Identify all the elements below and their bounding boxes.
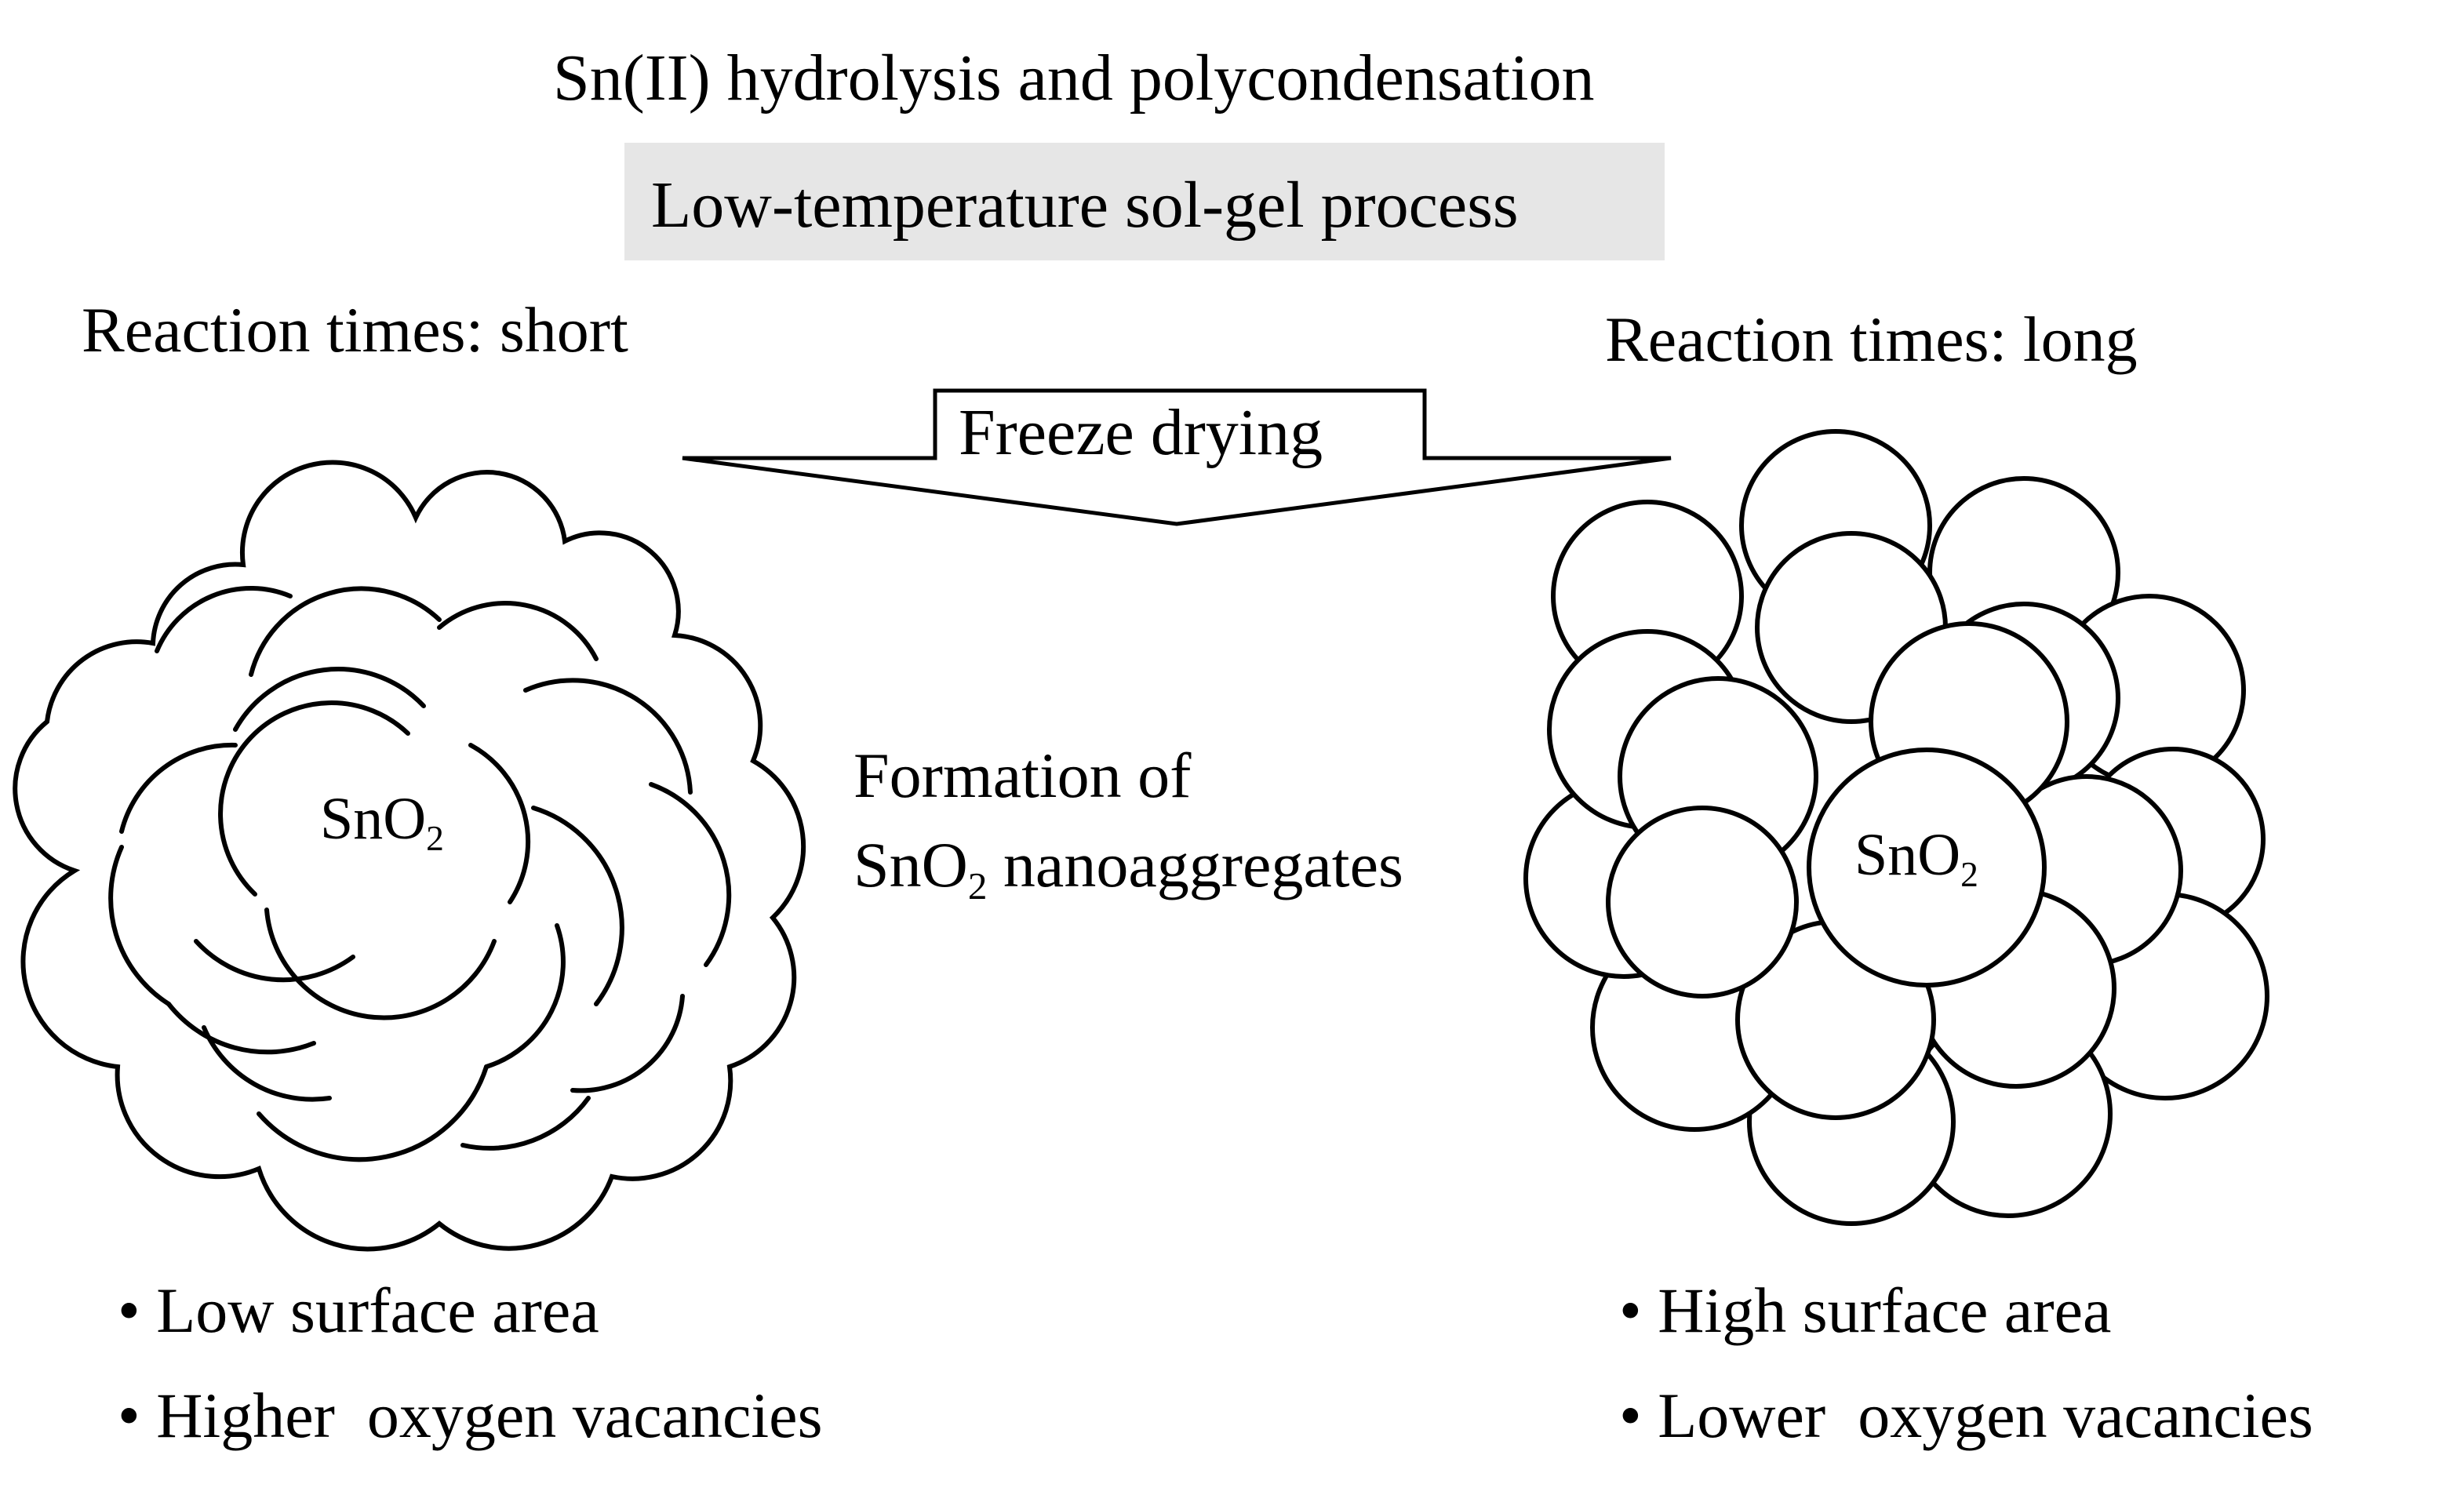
cloud-outer-outline (13, 460, 806, 1252)
left-bullet-oxygen-vacancies: • Higher oxygen vacancies (118, 1380, 823, 1451)
cloud-inner-arc (531, 806, 624, 1006)
cloud-inner-arc (233, 667, 426, 732)
right-bullet-oxygen-vacancies: • Lower oxygen vacancies (1619, 1380, 2313, 1451)
left-core-formula: SnO2 (320, 786, 444, 856)
cloud-inner-arc (166, 1002, 316, 1055)
formula-prefix: SnO (1854, 822, 1961, 888)
formula-prefix: SnO (320, 786, 427, 852)
middle-sphere (1606, 806, 1799, 998)
cloud-inner-arc (570, 994, 685, 1093)
left-bullet-surface-area: • Low surface area (118, 1275, 599, 1346)
formation-suffix: nanoaggregates (987, 829, 1403, 900)
cloud-core-arc (264, 908, 497, 1020)
cloud-inner-arc (194, 939, 355, 983)
cloud-inner-arc (649, 782, 732, 967)
freeze-drying-label: Freeze drying (959, 396, 1323, 469)
formula-subscript: 2 (426, 817, 444, 858)
cloud-inner-arc (155, 586, 293, 653)
cloud-inner-arc (202, 1025, 332, 1102)
reaction-time-short-label: Reaction times: short (82, 294, 628, 366)
formation-label-line1: Formation of (853, 740, 1192, 811)
diagram-title: Sn(II) hydrolysis and polycondensation (553, 42, 1595, 115)
cloud-inner-arc (460, 1096, 591, 1151)
process-box (624, 143, 1665, 260)
right-bullet-surface-area: • High surface area (1619, 1275, 2112, 1346)
cloud-inner-arc (119, 742, 238, 834)
right-core-formula: SnO2 (1854, 822, 1978, 892)
formula-prefix: SnO (853, 829, 968, 900)
cloud-inner-arc (108, 845, 171, 1006)
sphere-aggregate-icon (1523, 429, 2269, 1226)
process-label: Low-temperature sol-gel process (651, 169, 1519, 242)
cloud-core-arc (218, 700, 410, 897)
freeze-drying-arrow-icon (682, 388, 1672, 526)
cloud-inner-arc (523, 678, 693, 795)
cloud-particle-icon (13, 460, 806, 1252)
reaction-time-long-label: Reaction times: long (1605, 304, 2138, 375)
formation-label-line2: SnO2 nanoaggregates (853, 833, 1403, 905)
formula-subscript: 2 (1960, 853, 1978, 894)
formula-subscript: 2 (967, 864, 988, 908)
cloud-inner-arc (249, 586, 442, 677)
cloud-inner-arc (484, 923, 566, 1069)
cloud-inner-arc (257, 1064, 489, 1162)
cloud-core-arc (468, 743, 531, 904)
central-sphere (1807, 748, 2047, 988)
cloud-inner-arc (437, 601, 599, 661)
